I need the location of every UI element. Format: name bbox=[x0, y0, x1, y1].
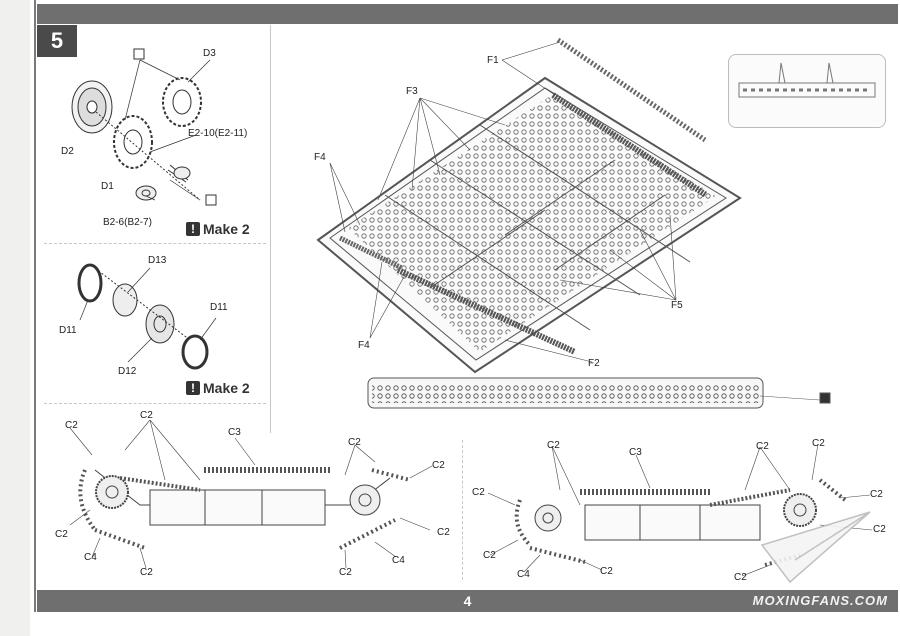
callout-f5: F5 bbox=[671, 300, 683, 311]
callout-c2: C2 bbox=[483, 550, 496, 561]
callout-d11-right: D11 bbox=[210, 302, 228, 313]
ring-assembly-drawing bbox=[77, 263, 217, 370]
callout-c2: C2 bbox=[437, 527, 450, 538]
callout-c4: C4 bbox=[392, 555, 405, 566]
callout-d1: D1 bbox=[101, 181, 114, 192]
header-bar bbox=[37, 4, 898, 24]
callout-c4: C4 bbox=[84, 552, 97, 563]
callout-c2: C2 bbox=[547, 440, 560, 451]
callout-c2: C2 bbox=[140, 410, 153, 421]
footer-bar: 4 MOXINGFANS.COM bbox=[37, 590, 898, 612]
callout-f1: F1 bbox=[487, 55, 499, 66]
callout-c4: C4 bbox=[517, 569, 530, 580]
panel-divider-horizontal bbox=[44, 243, 266, 244]
callout-c2: C2 bbox=[472, 487, 485, 498]
make-note-text: Make 2 bbox=[203, 380, 250, 396]
page-margin bbox=[0, 0, 30, 636]
callout-d13: D13 bbox=[148, 255, 167, 266]
sprue-frame-drawing bbox=[316, 37, 742, 374]
callout-d11-left: D11 bbox=[59, 325, 77, 336]
callout-c3: C3 bbox=[629, 447, 642, 458]
inset-sprue-detail bbox=[738, 62, 876, 98]
exclamation-icon: ! bbox=[186, 381, 200, 395]
track-panel-divider bbox=[462, 440, 464, 580]
sprue-leader-lines bbox=[329, 41, 677, 363]
callout-c3: C3 bbox=[228, 427, 241, 438]
callout-d2: D2 bbox=[61, 146, 74, 157]
exclamation-icon: ! bbox=[186, 222, 200, 236]
callout-c2: C2 bbox=[339, 567, 352, 578]
panel-divider-vertical bbox=[270, 25, 271, 433]
callout-e2: E2-10(E2-11) bbox=[188, 128, 248, 139]
callout-f4-bottom: F4 bbox=[358, 340, 370, 351]
callout-c2: C2 bbox=[600, 566, 613, 577]
right-track-drawing bbox=[487, 443, 873, 577]
callout-b2: B2-6(B2-7) bbox=[103, 217, 152, 228]
callout-c2: C2 bbox=[873, 524, 886, 535]
callout-c2: C2 bbox=[140, 567, 153, 578]
callout-c2: C2 bbox=[812, 438, 825, 449]
sprocket-assembly-drawing bbox=[71, 48, 217, 206]
make-two-note: ! Make 2 bbox=[186, 380, 250, 396]
callout-f3: F3 bbox=[406, 86, 418, 97]
paper-plane-logo bbox=[760, 511, 871, 584]
left-track-drawing bbox=[69, 419, 433, 569]
binding-line bbox=[34, 0, 36, 612]
callout-d3: D3 bbox=[203, 48, 216, 59]
callout-c2: C2 bbox=[756, 441, 769, 452]
track-sprue-strip bbox=[367, 377, 831, 409]
make-two-note: ! Make 2 bbox=[186, 221, 250, 237]
make-note-text: Make 2 bbox=[203, 221, 250, 237]
reference-inset bbox=[728, 54, 886, 128]
callout-c2: C2 bbox=[734, 572, 747, 583]
callout-f2: F2 bbox=[588, 358, 600, 369]
panel-divider-horizontal bbox=[44, 403, 266, 404]
callout-c2: C2 bbox=[55, 529, 68, 540]
site-watermark: MOXINGFANS.COM bbox=[752, 593, 888, 608]
step-number-badge: 5 bbox=[37, 25, 77, 57]
callout-f4-top: F4 bbox=[314, 152, 326, 163]
callout-c2: C2 bbox=[348, 437, 361, 448]
callout-c2: C2 bbox=[870, 489, 883, 500]
callout-c2: C2 bbox=[65, 420, 78, 431]
page-number: 4 bbox=[463, 593, 472, 609]
callout-c2: C2 bbox=[432, 460, 445, 471]
callout-d12: D12 bbox=[118, 366, 137, 377]
